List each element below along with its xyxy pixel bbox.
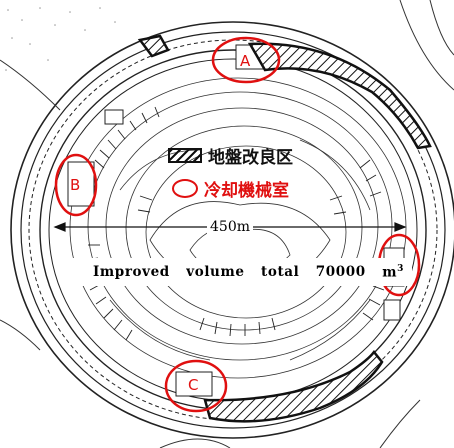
- red-ellipse-icon: [172, 179, 198, 198]
- label-b: B: [70, 176, 81, 194]
- improved-volume-note: Improved volume total 70000 m3: [60, 258, 412, 286]
- note-unit-base: m: [382, 264, 398, 281]
- legend-improvement-label: 地盤改良区: [208, 148, 293, 168]
- diameter-label: 450m: [207, 219, 253, 235]
- label-a: A: [240, 52, 251, 70]
- note-word-improved: Improved: [93, 264, 170, 280]
- label-c: C: [188, 376, 199, 394]
- marker-b: [54, 153, 98, 217]
- note-unit: m3: [382, 264, 404, 281]
- legend-improvement-area: 地盤改良区: [168, 143, 293, 168]
- note-word-volume: volume: [186, 264, 245, 280]
- dotted-background: [5, 7, 116, 71]
- hatch-swatch-icon: [168, 148, 202, 163]
- note-word-total: total: [261, 264, 300, 280]
- note-word-value: 70000: [315, 264, 366, 280]
- improvement-zone-north: [247, 42, 432, 150]
- improvement-zone-south: [203, 349, 384, 423]
- legend-cooling-label: 冷却機械室: [204, 181, 289, 201]
- note-unit-exp: 3: [397, 263, 404, 274]
- marker-a: [211, 36, 281, 84]
- marker-c: [164, 359, 228, 413]
- legend-cooling-room: 冷却機械室: [172, 176, 289, 201]
- improvement-zone-small: [137, 34, 170, 58]
